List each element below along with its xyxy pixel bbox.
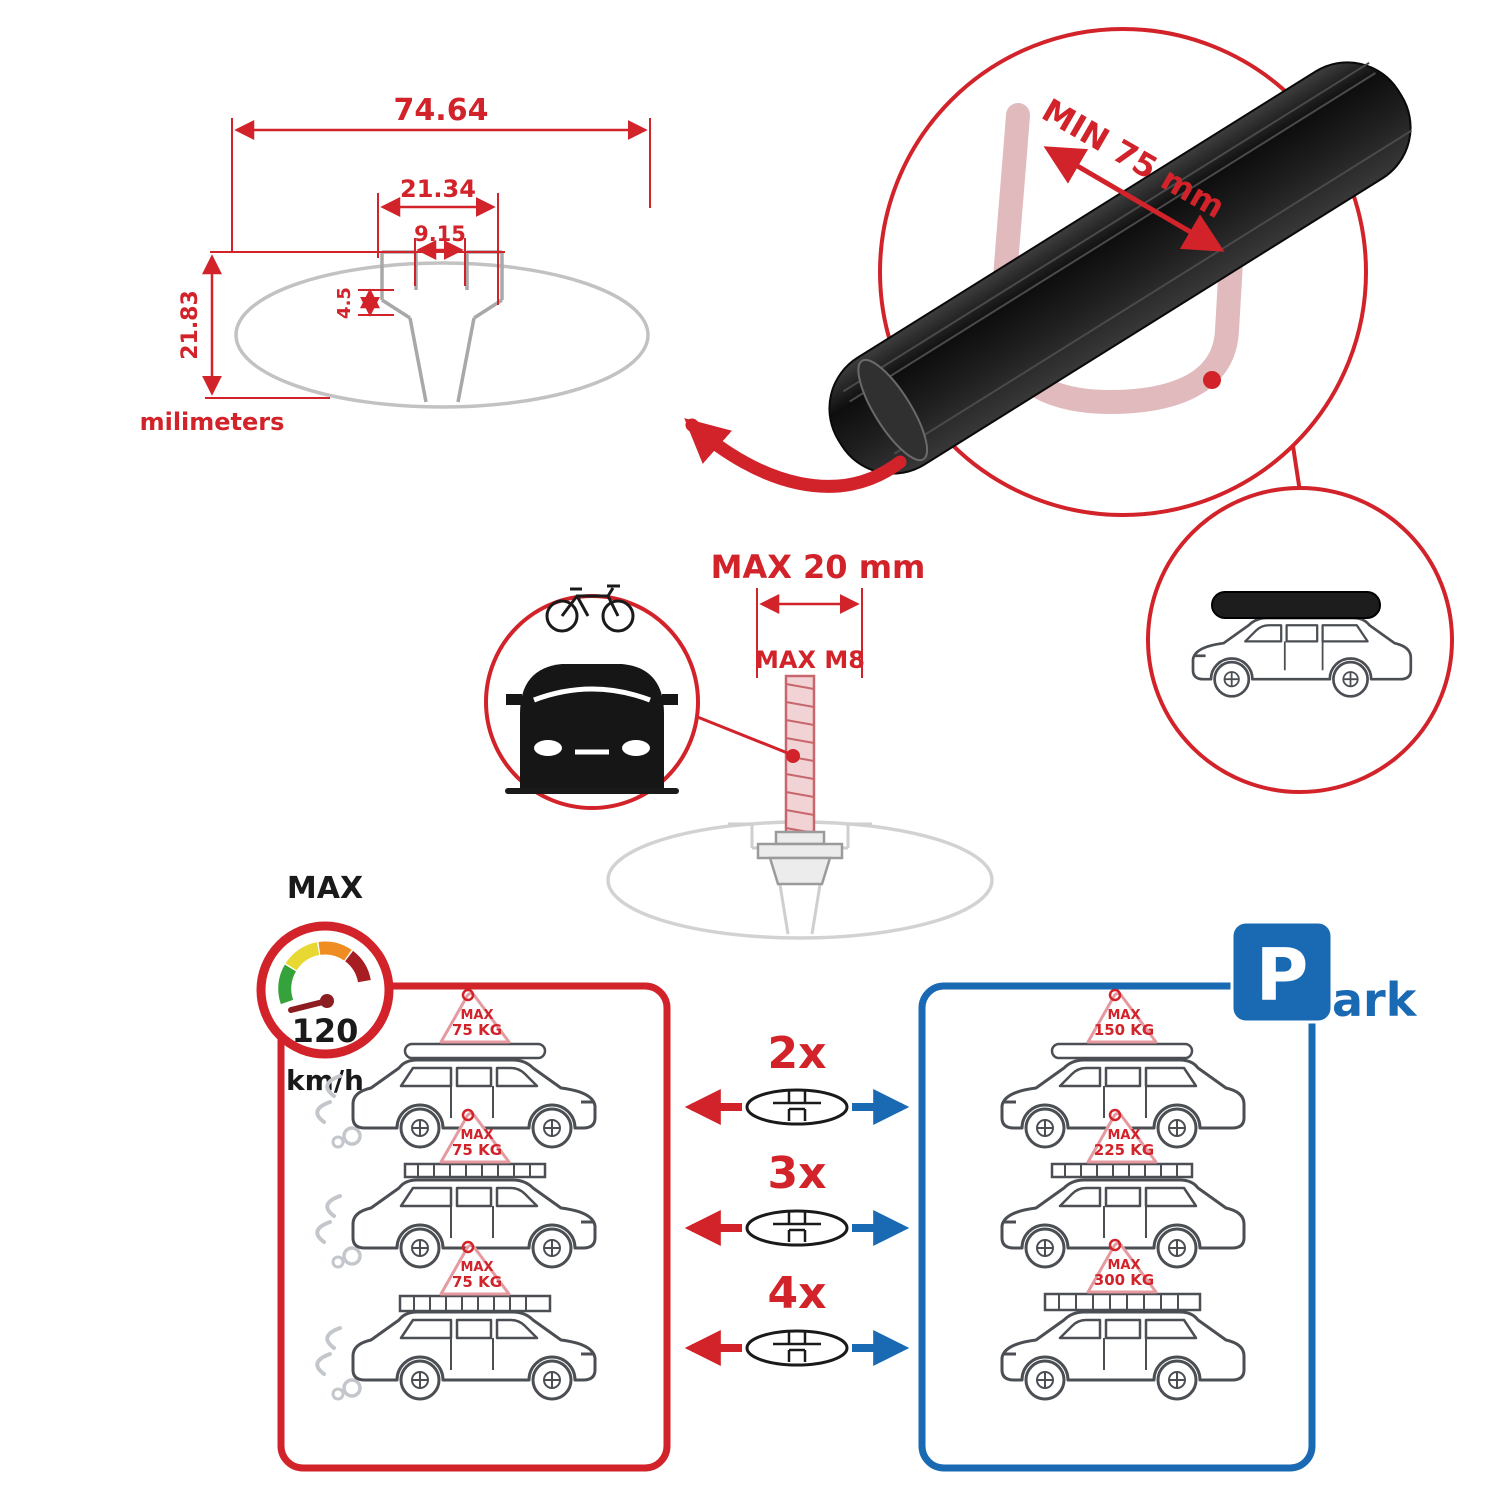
car-bike-view — [484, 584, 700, 810]
parked-car-row-2: MAX 225 KG — [1000, 1108, 1246, 1269]
park-suffix: ark — [1332, 973, 1418, 1027]
crossbar-profile-icon — [745, 1209, 849, 1247]
units-label: milimeters — [140, 408, 285, 436]
driving-box — [277, 982, 671, 1472]
svg-text:MAX: MAX — [1107, 1128, 1140, 1143]
svg-text:75 KG: 75 KG — [452, 1021, 502, 1039]
clamp-fixing-dot — [1203, 371, 1221, 389]
qty-label-2x: 2x — [768, 1028, 827, 1079]
svg-text:300 KG: 300 KG — [1094, 1271, 1154, 1289]
bolt-max-thread-label: MAX M8 — [755, 646, 865, 674]
svg-text:MAX: MAX — [1107, 1258, 1140, 1273]
bolt-diagram: MAX 20 mm MAX M8 — [484, 548, 994, 940]
bolt-leader-line — [689, 712, 791, 756]
park-sign-icon: P ark — [1230, 920, 1418, 1027]
dim-lip-depth: 4.5 — [334, 287, 355, 319]
svg-text:MAX: MAX — [460, 1008, 493, 1023]
dim-height: 21.83 — [178, 290, 203, 360]
car-front-icon — [505, 664, 679, 794]
speed-value: 120 — [292, 1012, 359, 1050]
svg-text:MAX: MAX — [460, 1260, 493, 1275]
driving-car-row-1: MAX 75 KG — [315, 988, 597, 1149]
load-badge: MAX 300 KG — [1086, 1238, 1158, 1294]
speed-max-label: MAX — [287, 871, 363, 906]
cross-section-diagram: 74.64 21.34 9.15 4.5 21.83 milimeters — [140, 93, 651, 436]
bicycle-icon — [545, 584, 635, 633]
driving-car-row-2: MAX 75 KG — [315, 1108, 597, 1269]
load-badge: MAX 75 KG — [439, 988, 511, 1044]
bolt-max-length-label: MAX 20 mm — [711, 548, 926, 586]
circle-connector-line — [1291, 445, 1302, 493]
parked-car-row-3: MAX 300 KG — [1000, 1238, 1246, 1401]
roof-basket-icon — [398, 1294, 552, 1313]
t-bolt-icon — [756, 674, 844, 886]
row-1-quantity: 2x — [684, 1028, 910, 1126]
crossbar-detail-view: MIN 75 mm — [828, 27, 1413, 517]
load-badge: MAX 225 KG — [1086, 1108, 1158, 1164]
load-badge: MAX 75 KG — [439, 1108, 511, 1164]
speed-unit: km/h — [286, 1064, 364, 1097]
t-slot-channel-profile — [380, 250, 504, 403]
park-letter: P — [1256, 933, 1309, 1017]
svg-text:150 KG: 150 KG — [1094, 1021, 1154, 1039]
row-2-quantity: 3x — [684, 1148, 910, 1247]
svg-text:MAX: MAX — [1107, 1008, 1140, 1023]
roof-box-icon — [1050, 1042, 1194, 1060]
roof-basket-icon — [1050, 1162, 1194, 1179]
roof-rack-icon — [403, 1162, 547, 1179]
svg-text:MAX: MAX — [460, 1128, 493, 1143]
suv-roofbox-view — [1146, 486, 1454, 794]
load-badge: MAX 150 KG — [1086, 988, 1158, 1044]
crossbar-profile-icon — [745, 1088, 849, 1126]
load-badge: MAX 75 KG — [439, 1240, 511, 1296]
svg-text:225 KG: 225 KG — [1094, 1141, 1154, 1159]
speed-gauge-icon: MAX 120 km/h — [256, 871, 394, 1097]
aero-crossbar — [828, 61, 1413, 475]
roof-box-icon — [403, 1042, 547, 1060]
detail-pointer-arrow — [684, 418, 907, 493]
roof-basket-icon — [1043, 1292, 1202, 1312]
dim-slot-width: 9.15 — [414, 222, 466, 246]
qty-label-4x: 4x — [768, 1268, 827, 1319]
parked-car-row-1: MAX 150 KG — [1000, 988, 1246, 1149]
row-3-quantity: 4x — [684, 1268, 910, 1367]
roof-box-icon — [1211, 591, 1381, 619]
qty-label-3x: 3x — [768, 1148, 827, 1199]
bolt-leader-dot — [786, 749, 800, 763]
dim-total-width: 74.64 — [394, 93, 489, 128]
driving-car-row-3: MAX 75 KG — [315, 1240, 597, 1401]
svg-text:75 KG: 75 KG — [452, 1141, 502, 1159]
dim-channel-width: 21.34 — [400, 175, 476, 203]
parked-box — [918, 982, 1316, 1472]
min-span-arrow — [1043, 146, 1225, 252]
crossbar-oval-profile — [234, 261, 650, 409]
load-comparison-panel: MAX 120 km/h P ark 2x 3x — [256, 871, 1418, 1472]
svg-text:75 KG: 75 KG — [452, 1273, 502, 1291]
crossbar-profile-icon — [745, 1329, 849, 1367]
